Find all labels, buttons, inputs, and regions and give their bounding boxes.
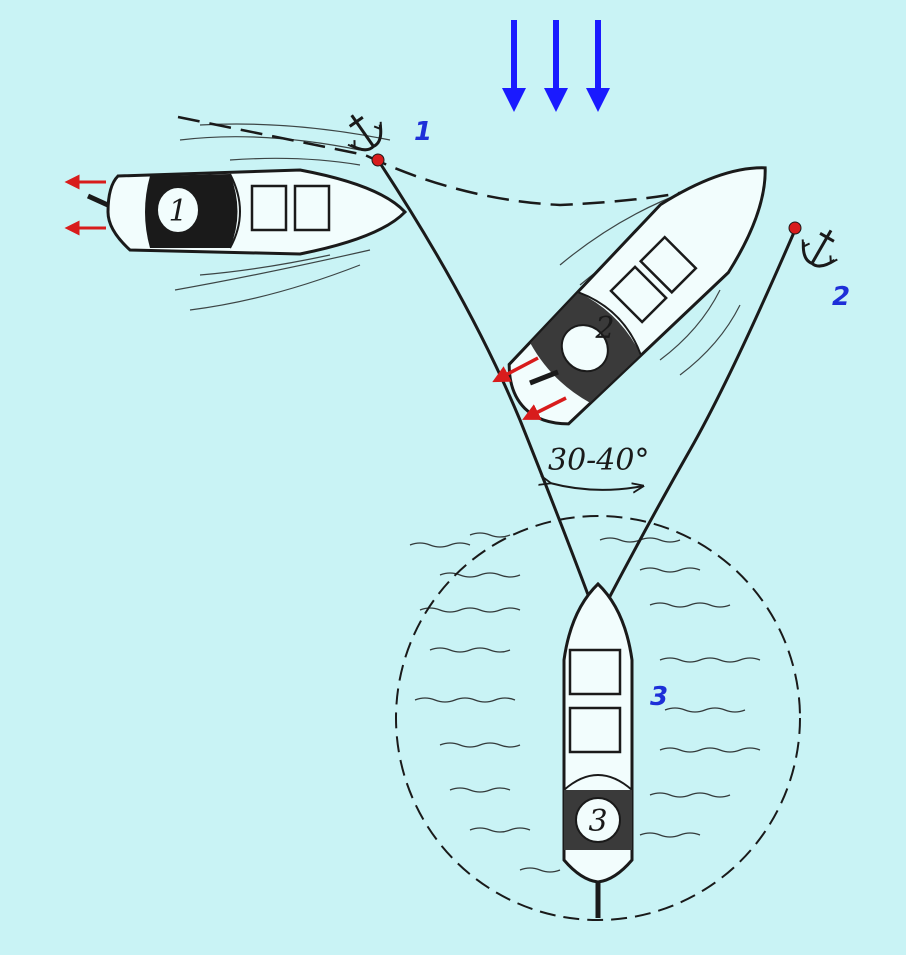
anchor-icon	[801, 229, 838, 268]
position-label-1: 1	[414, 117, 432, 147]
anchor-marker	[788, 221, 802, 235]
boat-1-thrust	[64, 174, 106, 236]
anchor-marker	[371, 153, 385, 167]
anchor-1	[347, 114, 385, 167]
boat-1-number: 1	[168, 194, 187, 229]
anchor-line-2	[606, 229, 797, 601]
anchor-2	[788, 221, 838, 268]
position-label-2: 2	[832, 282, 850, 312]
boat-2-thrust	[492, 356, 567, 420]
angle-label: 30-40°	[548, 443, 649, 478]
anchor-line-1	[376, 159, 592, 601]
anchor-icon	[347, 114, 383, 152]
boat-3: 3	[562, 581, 634, 918]
position-label-3: 3	[650, 682, 668, 712]
dashed-trajectory	[177, 115, 701, 207]
wind-arrows	[502, 20, 610, 112]
boat-2: 2	[507, 166, 767, 426]
thrust-arrow-icon	[522, 396, 567, 420]
boat-1: 1	[86, 123, 408, 311]
swing-circle	[395, 515, 801, 921]
boat-2-number: 2	[594, 311, 614, 346]
boat-3-number: 3	[588, 804, 607, 839]
angle-arc	[550, 483, 643, 490]
thrust-arrow-icon	[492, 356, 539, 383]
